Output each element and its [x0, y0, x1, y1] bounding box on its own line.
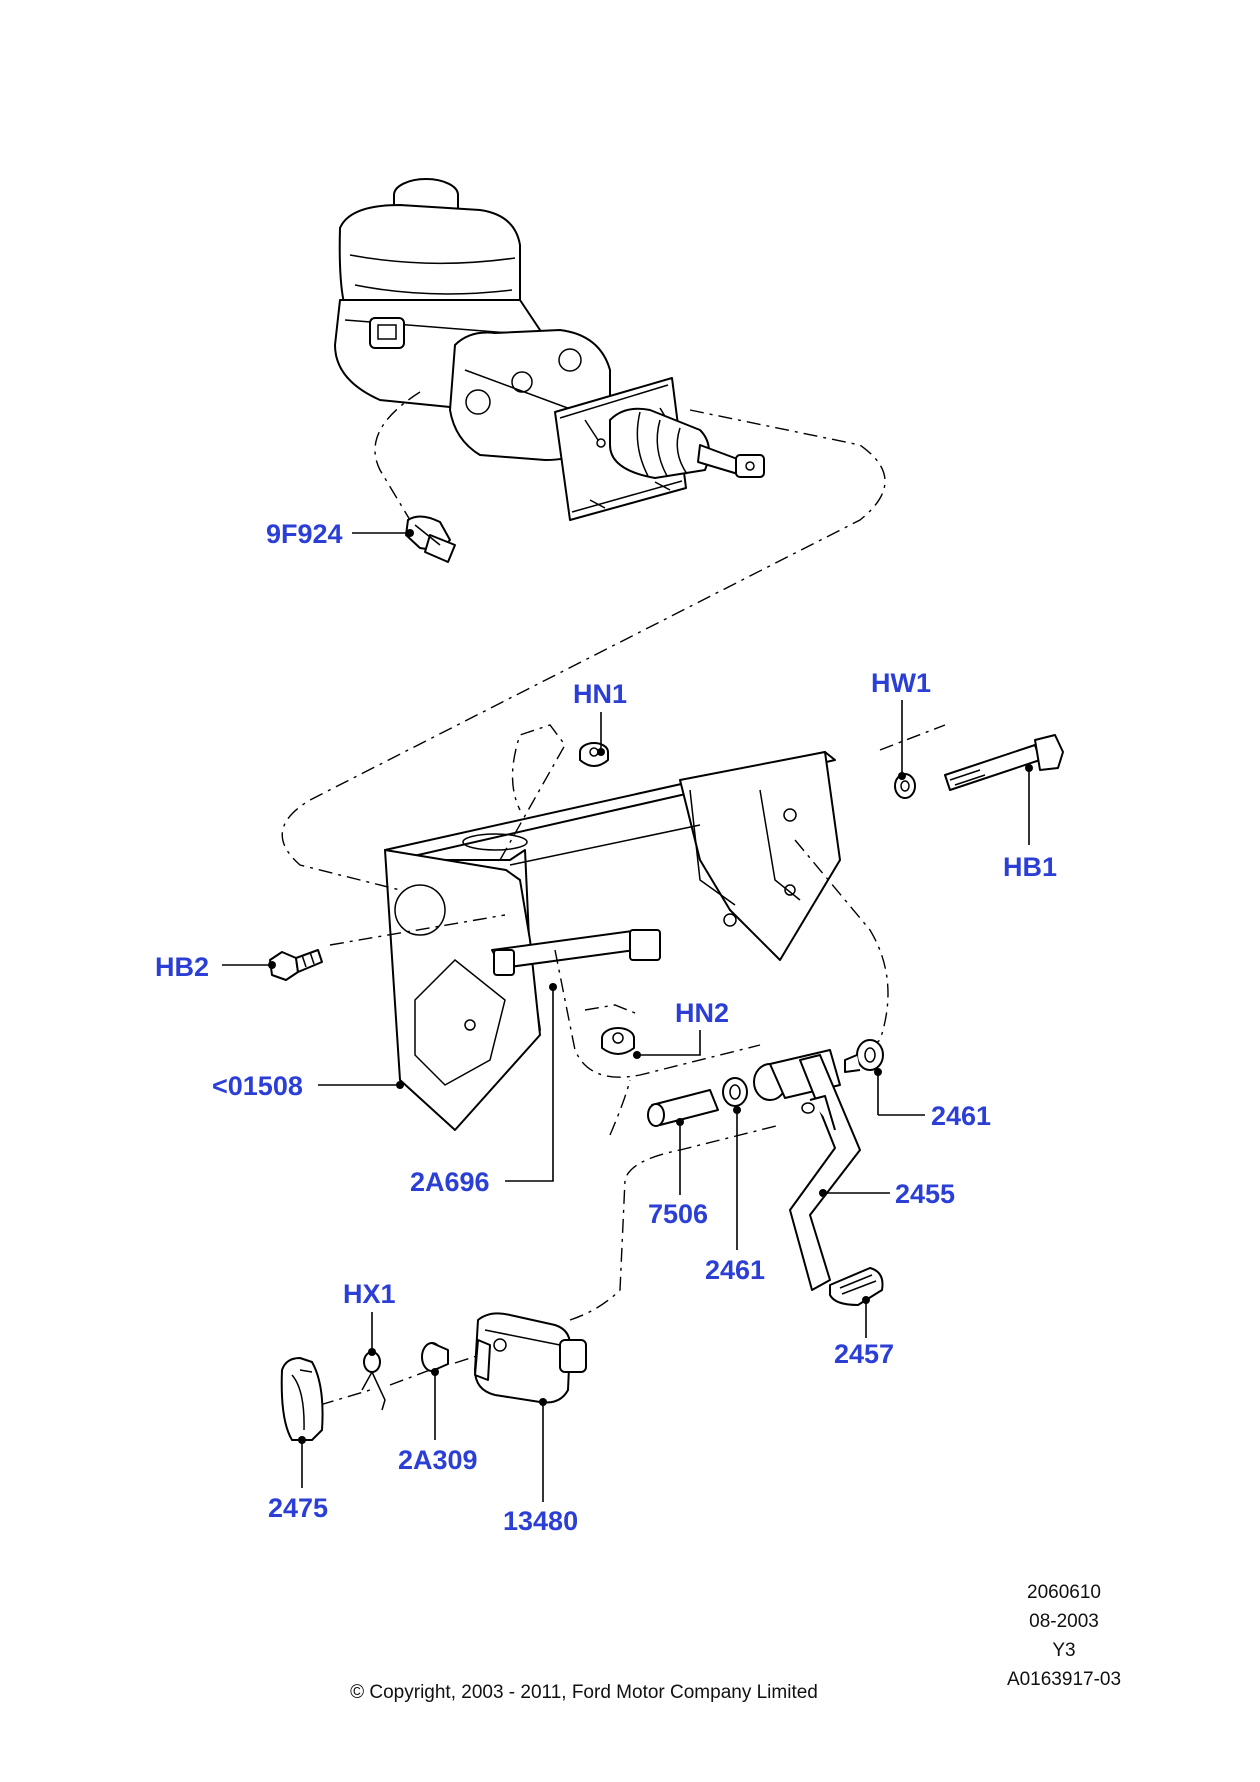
diagram-metadata: 2060610 08-2003 Y3 A0163917-03 © Copyrig… [350, 1582, 1121, 1703]
callout-hb1[interactable]: HB1 [1003, 852, 1057, 882]
callout-hn2[interactable]: HN2 [675, 998, 729, 1028]
retainer-clip-hx1 [361, 1351, 386, 1411]
callout-2a309[interactable]: 2A309 [398, 1445, 478, 1475]
copyright-notice: © Copyright, 2003 - 2011, Ford Motor Com… [350, 1682, 818, 1703]
assembly-lines [281, 391, 946, 1406]
bolt-hb2 [269, 949, 323, 981]
pedal-switch-13480 [474, 1312, 587, 1404]
callout-hb2[interactable]: HB2 [155, 952, 209, 982]
master-cylinder-booster-assembly [334, 178, 765, 521]
bushing-2461-lower [722, 1077, 748, 1107]
pedal-shaft-7506 [647, 1089, 719, 1127]
callout-9f924[interactable]: 9F924 [266, 519, 343, 549]
nut-hn2 [601, 1027, 635, 1055]
callout-2a696[interactable]: 2A696 [410, 1167, 490, 1197]
callout-13480[interactable]: 13480 [503, 1506, 578, 1536]
callout-2475[interactable]: 2475 [268, 1493, 328, 1523]
brake-pedal-arm-2455 [753, 1049, 861, 1291]
callout-hw1[interactable]: HW1 [871, 668, 931, 698]
diagram-reference: A0163917-03 [1007, 1669, 1121, 1690]
bushing-2461-upper [844, 1039, 884, 1073]
callout-hn1[interactable]: HN1 [573, 679, 627, 709]
leader-lines [222, 529, 1033, 1502]
callout-7506[interactable]: 7506 [648, 1199, 708, 1229]
bolt-hb1 [944, 734, 1064, 791]
diagram-date: 08-2003 [1029, 1611, 1099, 1632]
bushing-2a309 [421, 1342, 449, 1372]
pedal-pad-2457 [829, 1267, 884, 1306]
callout-2461-lower[interactable]: 2461 [705, 1255, 765, 1285]
callout-2455[interactable]: 2455 [895, 1179, 955, 1209]
pad-cover-2475 [280, 1357, 324, 1441]
callout-labels: 9F924 HN1 HW1 HB1 HB2 HN2 <01508 2461 2A… [155, 519, 1057, 1536]
callout-hx1[interactable]: HX1 [343, 1279, 396, 1309]
diagram-code: 2060610 [1027, 1582, 1101, 1603]
diagram-revision: Y3 [1052, 1640, 1075, 1661]
support-strap-2a696 [491, 929, 661, 976]
pedal-box-bracket [384, 751, 841, 1131]
callout-2457[interactable]: 2457 [834, 1339, 894, 1369]
callout-01508[interactable]: <01508 [212, 1071, 303, 1101]
stop-lamp-switch-9f924 [405, 515, 456, 563]
callout-2461-upper[interactable]: 2461 [931, 1101, 991, 1131]
